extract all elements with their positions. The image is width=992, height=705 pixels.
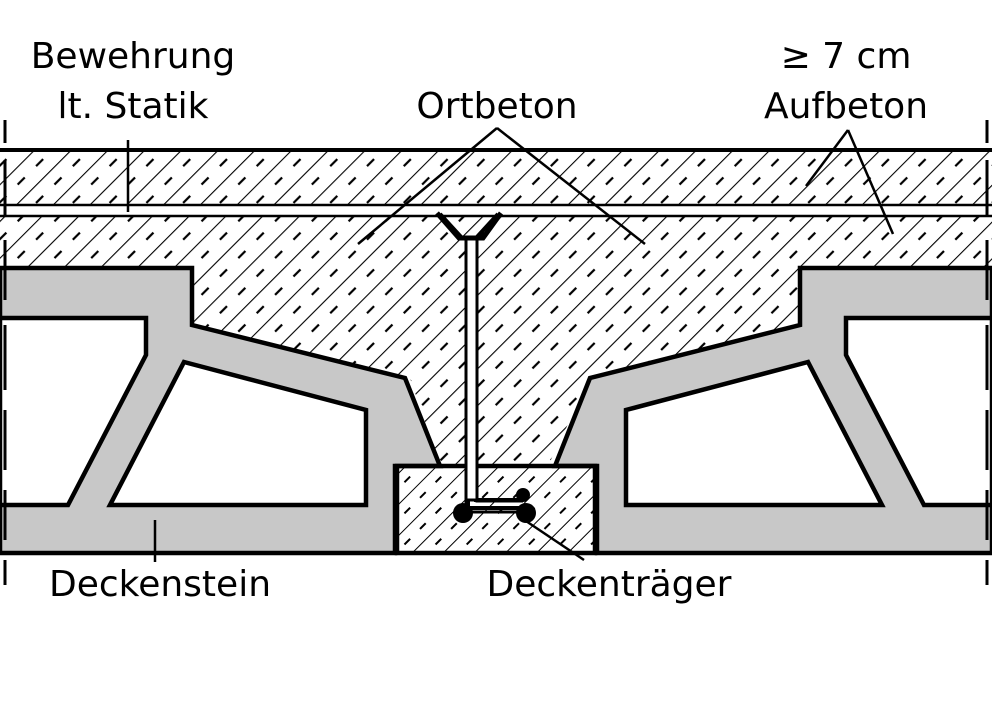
reinforcement-label-line1: Bewehrung (31, 36, 236, 77)
leader-aufbeton-right (846, 129, 895, 235)
topping-label: Aufbeton (764, 86, 928, 127)
topping-thickness-label: ≥ 7 cm (781, 36, 912, 77)
reinforcement-label-line2: lt. Statik (58, 86, 209, 127)
cast-concrete-area (0, 150, 992, 466)
leader-deckentraeger (519, 515, 585, 562)
girder-top-chord (435, 211, 504, 241)
rebar-left (453, 503, 473, 523)
leader-aufbeton-left (805, 129, 849, 187)
cast-concrete-label: Ortbeton (416, 86, 577, 127)
leader-ortbeton-right (496, 127, 646, 245)
ceiling-beam-label: Deckenträger (487, 564, 732, 605)
leader-ortbeton-left (357, 127, 498, 245)
reinforcement-mesh (0, 205, 992, 216)
rebar-top (516, 488, 530, 502)
ceiling-block-label: Deckenstein (49, 564, 271, 605)
lattice-girder-web (464, 236, 479, 502)
leader-lines (126, 127, 895, 562)
